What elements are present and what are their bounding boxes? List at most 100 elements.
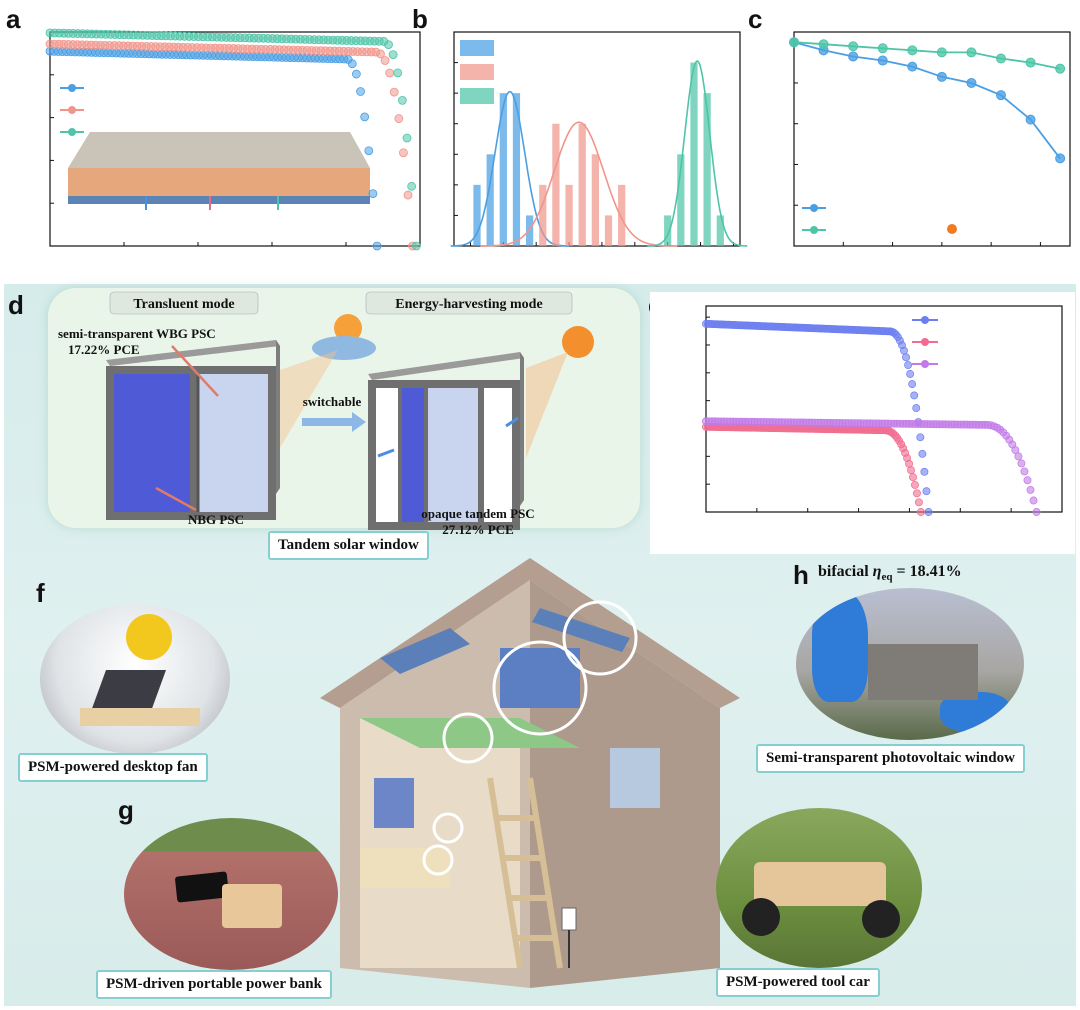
- wbg-pce: 17.22% PCE: [68, 342, 140, 357]
- legend-marker: [810, 226, 818, 234]
- inset-device-substrate: [68, 196, 370, 204]
- data-point-2: [397, 95, 407, 105]
- fit-curve: [647, 60, 748, 247]
- data-point-0: [360, 112, 370, 122]
- data-point: [848, 41, 859, 52]
- data-point-0: [347, 59, 357, 69]
- car-wheel-icon-2: [862, 900, 900, 938]
- data-point-0: [351, 69, 361, 79]
- data-point-0: [916, 433, 925, 442]
- plot-frame: [49, 31, 421, 247]
- data-point-1: [912, 489, 921, 498]
- data-point-1: [907, 466, 915, 475]
- fit-curve: [450, 90, 570, 247]
- data-point-2: [411, 241, 421, 251]
- series-line: [793, 41, 1061, 159]
- data-point-1: [911, 480, 919, 489]
- data-point: [1025, 114, 1036, 125]
- data-point: [818, 39, 829, 50]
- data-point-2: [1020, 467, 1029, 476]
- legend-swatch: [460, 64, 494, 80]
- data-point-0: [912, 404, 921, 413]
- desktop-fan-photo: [40, 604, 230, 754]
- data-point-2: [1017, 459, 1026, 468]
- data-point: [996, 53, 1006, 64]
- caption-desktop-fan: PSM-powered desktop fan: [18, 753, 208, 782]
- caption-pv-window: Semi-transparent photovoltaic window: [756, 744, 1025, 773]
- data-point-1: [376, 49, 385, 59]
- fan-blade-icon: [126, 614, 172, 660]
- data-point: [877, 43, 888, 54]
- panel-label-c: c: [748, 4, 763, 34]
- caption-power-bank: PSM-driven portable power bank: [96, 970, 332, 999]
- data-point: [936, 47, 947, 58]
- data-point-2: [393, 68, 403, 78]
- data-point: [907, 61, 918, 72]
- data-point-0: [920, 467, 929, 476]
- building-icon: [868, 644, 978, 700]
- hist-bar: [716, 215, 724, 246]
- wbg-label: semi-transparent WBG PSC: [58, 326, 216, 341]
- tandem-label: opaque tandem PSC: [421, 506, 534, 521]
- hist-bar: [664, 215, 672, 246]
- hist-bar: [473, 184, 481, 246]
- legend-marker: [68, 128, 76, 136]
- data-point-0: [356, 87, 365, 96]
- tool-car-photo: [716, 808, 922, 968]
- chart-b-histogram: [450, 31, 748, 247]
- switchable-label: switchable: [303, 394, 362, 409]
- data-point-0: [906, 370, 915, 378]
- data-point-0: [904, 361, 913, 370]
- hist-bar: [565, 184, 573, 246]
- legend-marker: [921, 316, 929, 324]
- hist-bar: [578, 123, 586, 246]
- plot-frame: [705, 305, 1063, 513]
- tandem-pce: 27.12% PCE: [442, 522, 514, 537]
- caption-tandem-solar-window: Tandem solar window: [268, 531, 429, 560]
- hist-bar: [512, 93, 521, 247]
- panel-label-a: a: [6, 4, 21, 34]
- data-point-1: [399, 148, 408, 158]
- data-point-0: [902, 353, 910, 362]
- h-title-value: = 18.41%: [892, 563, 962, 580]
- data-point-1: [385, 68, 395, 78]
- data-point-0: [910, 391, 919, 400]
- energy-mode-title: Energy-harvesting mode: [395, 297, 542, 312]
- hist-bar: [552, 123, 560, 246]
- data-point: [1025, 57, 1036, 68]
- h-title-eta: η: [872, 563, 882, 580]
- data-point: [966, 77, 977, 88]
- data-point: [877, 55, 888, 66]
- hist-bar: [618, 184, 626, 246]
- panel-label-g: g: [118, 795, 134, 825]
- data-point-2: [407, 181, 417, 191]
- data-point-2: [1011, 446, 1020, 454]
- hist-bar: [690, 62, 698, 247]
- hist-bar: [677, 154, 685, 246]
- legend-marker: [921, 360, 929, 368]
- data-point-2: [1023, 476, 1032, 485]
- panel-label-h: h: [793, 560, 809, 590]
- data-point-0: [364, 146, 374, 156]
- legend-marker: [921, 338, 929, 346]
- data-point-0: [368, 189, 378, 199]
- legend-swatch: [460, 40, 494, 56]
- data-point-0: [900, 346, 908, 355]
- data-point-0: [922, 487, 931, 496]
- hist-bar: [486, 154, 494, 246]
- hist-bar: [604, 215, 613, 246]
- data-point: [1055, 63, 1066, 74]
- data-point-1: [909, 473, 917, 482]
- data-point-1: [380, 56, 390, 65]
- data-point-0: [918, 449, 927, 458]
- data-point-0: [924, 508, 933, 516]
- inset-device-layers: [68, 168, 370, 196]
- translucent-mode-title: Transluent mode: [133, 297, 234, 312]
- legend-marker: [68, 84, 76, 92]
- data-point-1: [403, 190, 413, 200]
- data-point: [907, 45, 918, 56]
- hist-bar: [703, 93, 711, 247]
- hist-bar: [591, 154, 599, 246]
- glove-icon: [812, 592, 868, 702]
- legend-swatch: [460, 88, 494, 104]
